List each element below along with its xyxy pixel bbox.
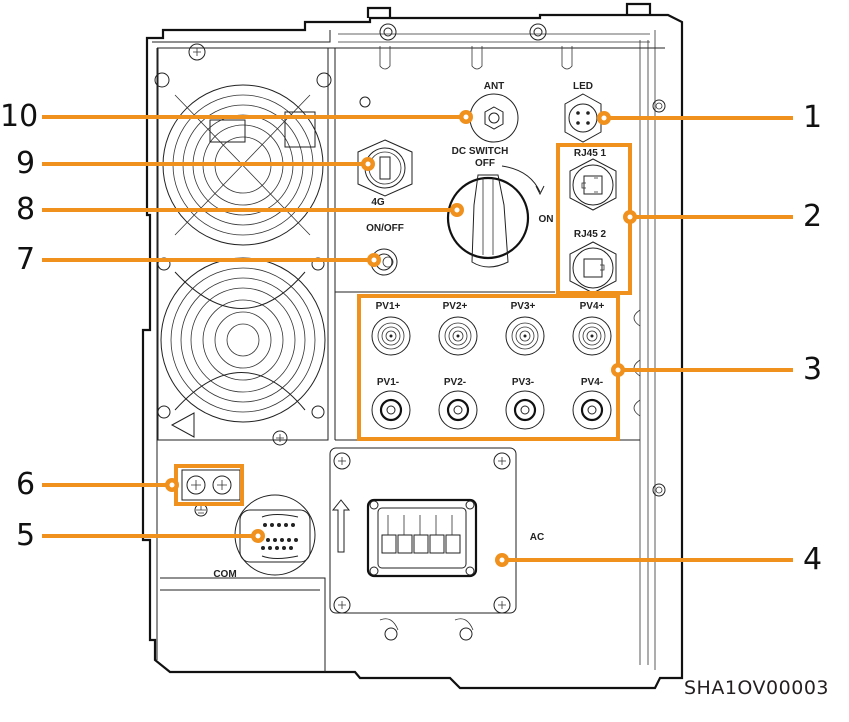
upper-fan-icon	[154, 72, 332, 246]
enclosure-outline	[141, 2, 684, 690]
com-label: COM	[213, 569, 236, 580]
callout-dot-9	[361, 157, 375, 171]
panel-labels: ANT LED DC SWITCH OFF ON 4G ON/OFF RJ45 …	[213, 81, 606, 580]
pv1-minus-label: PV1-	[377, 377, 399, 388]
callout-dot-5	[251, 529, 265, 543]
on-off-label: ON/OFF	[366, 223, 404, 234]
pv4-minus-label: PV4-	[581, 377, 603, 388]
pv2-minus-label: PV2-	[444, 377, 466, 388]
pv2-plus-connector-icon	[438, 316, 478, 356]
callout-number-10: 10	[0, 99, 39, 134]
callout-dot-1	[597, 111, 611, 125]
pv3-minus-label: PV3-	[512, 377, 534, 388]
rj45-2-label: RJ45 2	[574, 229, 607, 240]
callout-number-5: 5	[16, 518, 36, 553]
callout-dots	[165, 110, 637, 567]
pv1-plus-label: PV1+	[376, 301, 401, 312]
led-indicator-icon	[564, 93, 602, 143]
rj45-1-port-icon	[569, 158, 617, 211]
ac-label: AC	[530, 532, 544, 543]
callout-number-6: 6	[16, 467, 36, 502]
pv2-plus-label: PV2+	[443, 301, 468, 312]
rj45-1-label: RJ45 1	[574, 148, 607, 159]
callout-box-2	[556, 143, 632, 295]
pv4-minus-connector-icon	[572, 390, 612, 430]
figure-id: SHA1OV00003	[684, 677, 829, 699]
off-label: OFF	[475, 158, 495, 169]
callout-leaders	[42, 115, 793, 562]
pv4-plus-connector-icon	[572, 316, 612, 356]
callout-dot-2	[623, 210, 637, 224]
ac-cover-plate	[329, 447, 517, 614]
pv3-minus-connector-icon	[505, 390, 545, 430]
callout-number-3: 3	[803, 352, 823, 387]
pv4-plus-label: PV4+	[580, 301, 605, 312]
pv1-plus-connector-icon	[371, 316, 411, 356]
callout-dot-7	[367, 253, 381, 267]
callout-dot-4	[495, 553, 509, 567]
dc-switch-label: DC SWITCH	[452, 146, 509, 157]
pv1-minus-connector-icon	[371, 390, 411, 430]
fan-module	[154, 43, 332, 446]
callout-dot-8	[450, 203, 464, 217]
led-label: LED	[573, 81, 593, 92]
on-label: ON	[539, 214, 554, 225]
callout-dot-10	[459, 110, 473, 124]
ground-screws-icon	[181, 469, 241, 517]
4g-label: 4G	[371, 197, 385, 208]
ant-connector-icon	[469, 93, 519, 143]
callout-number-8: 8	[16, 192, 36, 227]
callout-box-6	[174, 464, 244, 506]
callout-number-1: 1	[803, 100, 823, 135]
callout-number-4: 4	[803, 542, 823, 577]
ant-label: ANT	[484, 81, 505, 92]
dc-switch-icon	[446, 165, 545, 268]
callout-number-2: 2	[803, 199, 823, 234]
callout-dot-3	[611, 363, 625, 377]
lower-fan-icon	[157, 257, 326, 446]
pv2-minus-connector-icon	[438, 390, 478, 430]
pv3-plus-label: PV3+	[511, 301, 536, 312]
pv-connectors	[371, 316, 612, 430]
callout-number-9: 9	[16, 146, 36, 181]
ac-connector-icon	[366, 498, 478, 578]
callout-number-7: 7	[16, 242, 36, 277]
rj45-2-port-icon	[569, 241, 617, 294]
pv3-plus-connector-icon	[505, 316, 545, 356]
callout-dot-6	[165, 478, 179, 492]
